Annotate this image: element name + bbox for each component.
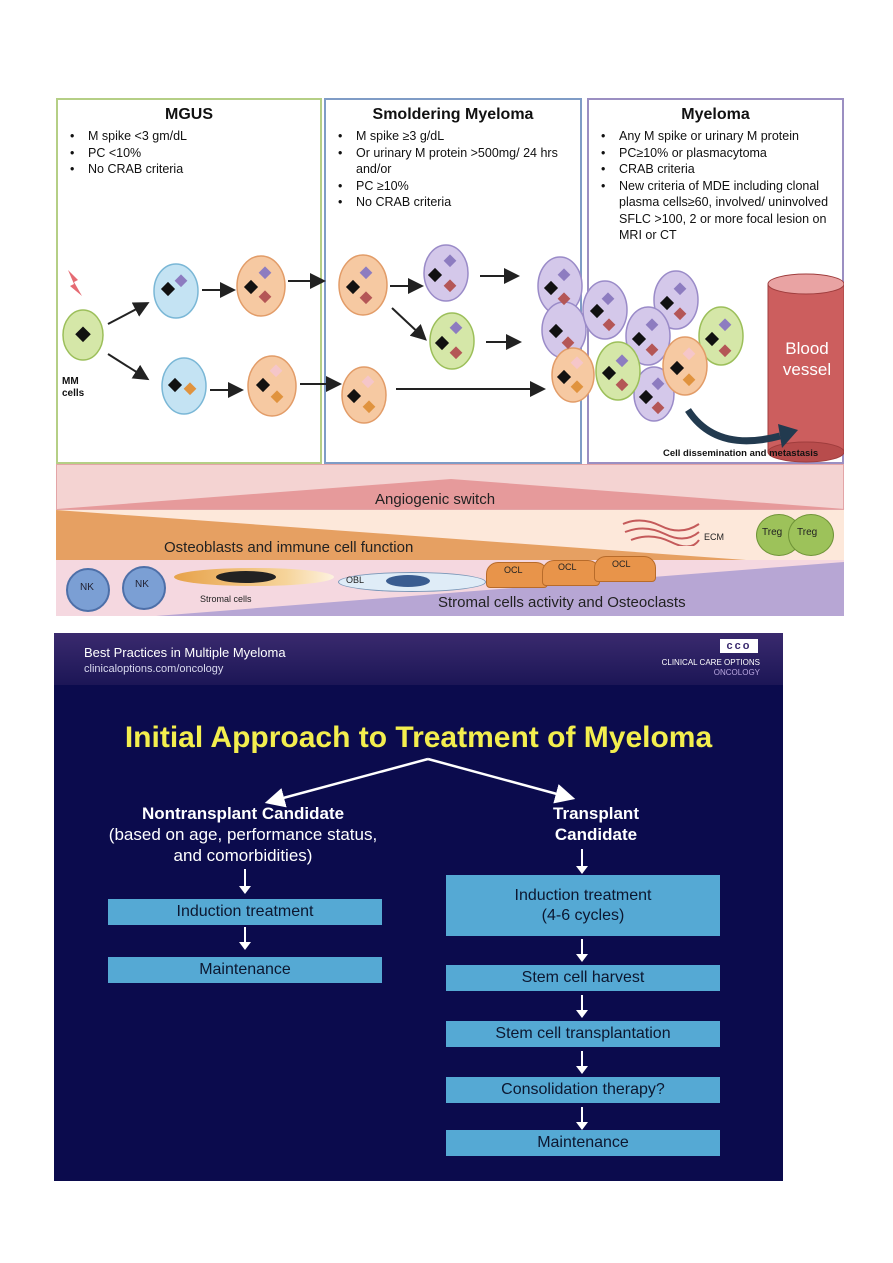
nontransplant-candidate-title: Nontransplant Candidate [141, 804, 345, 823]
stromal-cells-label: Stromal cells [200, 594, 252, 604]
left-step-induction: Induction treatment [108, 899, 382, 925]
stage-title: Smoldering Myeloma [372, 106, 534, 123]
dissemination-label: Cell dissemination and metastasis [663, 448, 819, 459]
criteria-list: M spike ≥3 g/dL Or urinary M protein >50… [326, 128, 580, 211]
nk-label: NK [80, 582, 94, 593]
ecm-fibers-icon [622, 519, 700, 546]
treg-label: Treg [797, 527, 818, 538]
mm-cells-label: MM cells [62, 376, 85, 399]
nontransplant-candidate-detail: (based on age, performance status, and c… [108, 825, 378, 865]
transplant-candidate-title: Transplant Candidate [553, 804, 639, 844]
arrow-down-icon [576, 995, 588, 1018]
ocl-label: OCL [504, 565, 523, 575]
treg-cell [788, 514, 834, 556]
arrow-down-icon [576, 1051, 588, 1074]
criterion: CRAB criteria [599, 161, 836, 178]
treatment-slide: Best Practices in Multiple Myeloma clini… [54, 633, 783, 1181]
criterion: PC≥10% or plasmacytoma [599, 145, 836, 162]
nk-cell [66, 568, 110, 612]
osteoclast [542, 560, 600, 586]
arrow-down-icon [239, 927, 251, 950]
right-step-consolidation: Consolidation therapy? [446, 1077, 720, 1103]
branch-arrows [264, 757, 576, 808]
nk-label: NK [135, 579, 149, 590]
stromal-wedge [156, 562, 844, 616]
criterion: M spike ≥3 g/dL [336, 128, 574, 145]
osteoblast-wedge [56, 510, 746, 560]
osteoblast-band: ECM Treg Treg Osteoblasts and immune cel… [56, 510, 844, 560]
stage-smoldering-myeloma: Smoldering Myeloma M spike ≥3 g/dL Or ur… [324, 98, 582, 464]
ecm-label: ECM [704, 532, 724, 542]
obl-label: OBL [346, 575, 365, 585]
slide-header: Best Practices in Multiple Myeloma clini… [54, 633, 783, 685]
slide-header-url: clinicaloptions.com/oncology [84, 663, 224, 675]
slide-header-title: Best Practices in Multiple Myeloma [84, 645, 286, 660]
right-step-induction: Induction treatment (4-6 cycles) [446, 875, 720, 936]
stage-title: MGUS [165, 106, 213, 123]
blood-vessel-label: Blood vessel [782, 339, 832, 379]
treg-label: Treg [762, 527, 783, 538]
logo-name: CLINICAL CARE OPTIONS [661, 658, 760, 667]
ocl-label: OCL [558, 562, 577, 572]
stage-myeloma: Myeloma Any M spike or urinary M protein… [587, 98, 844, 464]
angiogenic-wedge [57, 479, 845, 509]
osteoclast [594, 556, 656, 582]
myeloma-progression-diagram: MGUS M spike <3 gm/dL PC <10% No CRAB cr… [56, 98, 845, 616]
criterion: Any M spike or urinary M protein [599, 128, 836, 145]
arrow-down-icon [576, 939, 588, 962]
right-step-stem-cell-transplantation: Stem cell transplantation [446, 1021, 720, 1047]
criterion: New criteria of MDE including clonal pla… [599, 178, 836, 244]
criteria-list: Any M spike or urinary M protein PC≥10% … [589, 128, 842, 244]
stage-mgus: MGUS M spike <3 gm/dL PC <10% No CRAB cr… [56, 98, 322, 464]
right-step-maintenance: Maintenance [446, 1130, 720, 1156]
arrow-down-icon [576, 849, 588, 874]
arrow-down-icon [576, 1107, 588, 1130]
criterion: PC ≥10% [336, 178, 574, 195]
criterion: M spike <3 gm/dL [68, 128, 314, 145]
criterion: No CRAB criteria [68, 161, 314, 178]
arrow-down-icon [239, 869, 251, 894]
angiogenic-label: Angiogenic switch [375, 491, 496, 508]
slide-title: Initial Approach to Treatment of Myeloma [124, 721, 713, 754]
osteoblasts-label: Osteoblasts and immune cell function [164, 539, 414, 556]
criteria-list: M spike <3 gm/dL PC <10% No CRAB criteri… [58, 128, 320, 178]
criterion: No CRAB criteria [336, 194, 574, 211]
stromal-band: NK NK Stromal cells OBL OCL OCL OCL Stro… [56, 556, 844, 616]
cco-logo-icon: cco [720, 639, 758, 653]
criterion: Or urinary M protein >500mg/ 24 hrs and/… [336, 145, 574, 178]
stage-title: Myeloma [681, 106, 750, 123]
right-step-stem-cell-harvest: Stem cell harvest [446, 965, 720, 991]
logo-sub: ONCOLOGY [713, 668, 760, 677]
angiogenic-band: Angiogenic switch [56, 464, 845, 510]
criterion: PC <10% [68, 145, 314, 162]
stromal-activity-label: Stromal cells activity and Osteoclasts [438, 594, 686, 611]
left-step-maintenance: Maintenance [108, 957, 382, 983]
ocl-label: OCL [612, 559, 631, 569]
stromal-cell-nucleus [216, 571, 276, 583]
nk-cell [122, 566, 166, 610]
osteoblast-nucleus [386, 575, 430, 587]
